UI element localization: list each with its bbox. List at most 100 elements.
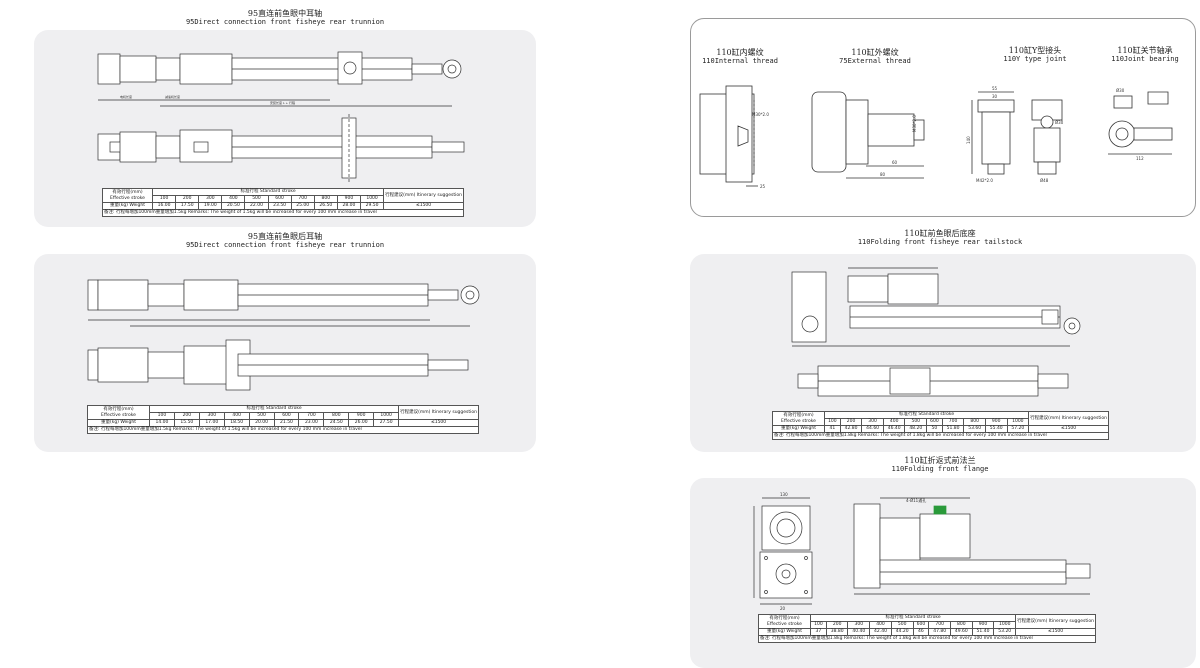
dim-thread-ext-label: M30*2.0 [912, 115, 917, 132]
weight-cell: 15.50 [173, 419, 200, 427]
section-title-110-fold-flange: 110缸折返式前法兰 110Folding front flange [840, 456, 1040, 473]
weight-cell: 51.40 [971, 628, 995, 636]
stroke-cell: 300 [861, 418, 884, 426]
accessory-en: 110Internal thread [702, 57, 778, 66]
weight-cell: 27.50 [373, 419, 400, 427]
dim-20-label: 20 [780, 606, 786, 610]
section-title-cn: 110缸折返式前法兰 [904, 456, 976, 465]
weight-cell: 23.00 [298, 419, 325, 427]
drawing-95-mid-side-view: 电机长度 减速机长度 安装长度 L + 行程 [97, 51, 462, 107]
standard-stroke-header: 标准行程 Standard stroke [151, 188, 385, 196]
weight-cell: 26.00 [348, 419, 375, 427]
weight-cell: 53.20 [993, 628, 1017, 636]
svg-text:减速机长度: 减速机长度 [165, 94, 180, 99]
section-title-cn: 110缸前鱼眼后底座 [904, 229, 976, 238]
svg-text:安装长度 L + 行程: 安装长度 L + 行程 [270, 100, 295, 105]
label-stroke-en: Effective stroke [767, 621, 802, 627]
weight-cell: 38.80 [825, 628, 849, 636]
weight-cell: 23.50 [267, 202, 292, 210]
stroke-cell: 900 [348, 412, 375, 420]
weight-cell: 40.40 [847, 628, 871, 636]
stroke-cell: 900 [984, 418, 1008, 426]
weight-cell: 24.50 [323, 419, 350, 427]
label-stroke-cn: 有效行程(mm) [783, 412, 814, 418]
label-stroke-cn: 有效行程(mm) [112, 189, 143, 195]
accessory-title-y-joint: 110缸Y型接头 110Y type joint [985, 46, 1085, 63]
drawing-95-rear-side-view [87, 279, 480, 327]
weight-cell: 22.00 [244, 202, 269, 210]
itinerary-value: ≤1500 [398, 419, 479, 427]
dim-130-top-label: 130 [780, 492, 788, 497]
spec-table-95-mid: 有效行程(mm)Effective stroke 标准行程 Standard s… [102, 188, 464, 217]
stroke-cell: 500 [904, 418, 928, 426]
stroke-cell: 300 [847, 621, 871, 629]
svg-text:电机长度: 电机长度 [120, 94, 132, 99]
accessory-en: 75External thread [839, 57, 911, 66]
weight-cell: 16.00 [151, 202, 177, 210]
itinerary-header: 行程建议(mm) Itinerary suggestion [383, 188, 464, 203]
section-title-en: 110Folding front flange [891, 465, 989, 474]
stroke-cell: 100 [824, 418, 841, 426]
stroke-cell: 100 [151, 195, 177, 203]
weight-cell: 44.60 [861, 425, 884, 433]
drawing-110-flange-side-view: 4-Ø11通孔 [853, 497, 1091, 595]
stroke-cell: 500 [244, 195, 269, 203]
stroke-cell: 300 [198, 195, 223, 203]
weight-cell: 17.50 [175, 202, 200, 210]
itinerary-value: ≤1500 [1015, 628, 1096, 636]
stroke-cell: 200 [839, 418, 863, 426]
weight-cell: 48.20 [904, 425, 928, 433]
weight-cell: 42.40 [869, 628, 892, 636]
dim-25-label: 25 [760, 184, 766, 189]
stroke-cell: 700 [298, 412, 325, 420]
weight-cell: 44.20 [890, 628, 914, 636]
dim-80-label: 80 [880, 172, 886, 177]
dim-140-label: 140 [966, 136, 971, 144]
accessory-cn: 110缸Y型接头 [1008, 46, 1062, 55]
accessory-en: 110Joint bearing [1111, 55, 1179, 64]
stroke-cell: 100 [810, 621, 827, 629]
dim-30-label: 30 [992, 94, 998, 99]
weight-cell: 29.50 [359, 202, 385, 210]
weight-cell: 19.00 [198, 202, 223, 210]
accessory-cn: 110缸关节轴承 [1117, 46, 1173, 55]
weight-cell: 46.40 [882, 425, 906, 433]
accessory-cn: 110缸内螺纹 [716, 48, 764, 57]
dim-r30-label: Ø30 [1116, 88, 1125, 93]
stroke-cell: 1000 [1006, 418, 1030, 426]
itinerary-header: 行程建议(mm) Itinerary suggestion [398, 405, 479, 420]
dim-4x11-label: 4-Ø11通孔 [906, 497, 926, 503]
accessory-title-internal-thread: 110缸内螺纹 110Internal thread [690, 48, 790, 65]
table-note: 备注: 行程每增加100mm重量增加1.8kg Remarks: The wei… [772, 432, 1109, 440]
itinerary-value: ≤1500 [1028, 425, 1109, 433]
standard-stroke-header: 标准行程 Standard stroke [823, 411, 1030, 419]
drawing-95-rear-top-view [87, 339, 469, 391]
weight-cell: 18.50 [223, 419, 250, 427]
stroke-cell: 600 [926, 418, 943, 426]
dim-55-label: 55 [992, 86, 998, 91]
label-stroke-en: Effective stroke [781, 418, 816, 424]
weight-label: 重量(kg) Weight [87, 419, 150, 427]
stroke-cell: 800 [313, 195, 338, 203]
spec-table-110-fold-tailstock: 有效行程(mm)Effective stroke 标准行程 Standard s… [772, 411, 1109, 440]
stroke-cell: 400 [221, 195, 246, 203]
weight-cell: 20.50 [221, 202, 246, 210]
weight-cell: 17.00 [198, 419, 225, 427]
stroke-cell: 700 [290, 195, 315, 203]
stroke-cell: 700 [941, 418, 965, 426]
stroke-cell: 400 [869, 621, 892, 629]
itinerary-header: 行程建议(mm) Itinerary suggestion [1028, 411, 1109, 426]
stroke-cell: 700 [928, 621, 951, 629]
label-stroke-cn: 有效行程(mm) [769, 615, 800, 621]
stroke-cell: 900 [336, 195, 361, 203]
drawing-95-mid-top-view [97, 114, 465, 182]
weight-cell: 14.00 [149, 419, 175, 427]
itinerary-value: ≤1500 [383, 202, 464, 210]
stroke-cell: 400 [223, 412, 250, 420]
drawing-y-joint: 55 30 140 M42*2.0 Ø48 Ø30 [966, 86, 1064, 183]
section-title-110-fold-tailstock: 110缸前鱼眼后底座 110Folding front fisheye rear… [840, 229, 1040, 246]
drawing-110-fold-side-view [791, 267, 1081, 347]
dim-60-label: 60 [892, 160, 898, 165]
stroke-cell: 200 [825, 621, 849, 629]
stroke-cell: 1000 [373, 412, 400, 420]
